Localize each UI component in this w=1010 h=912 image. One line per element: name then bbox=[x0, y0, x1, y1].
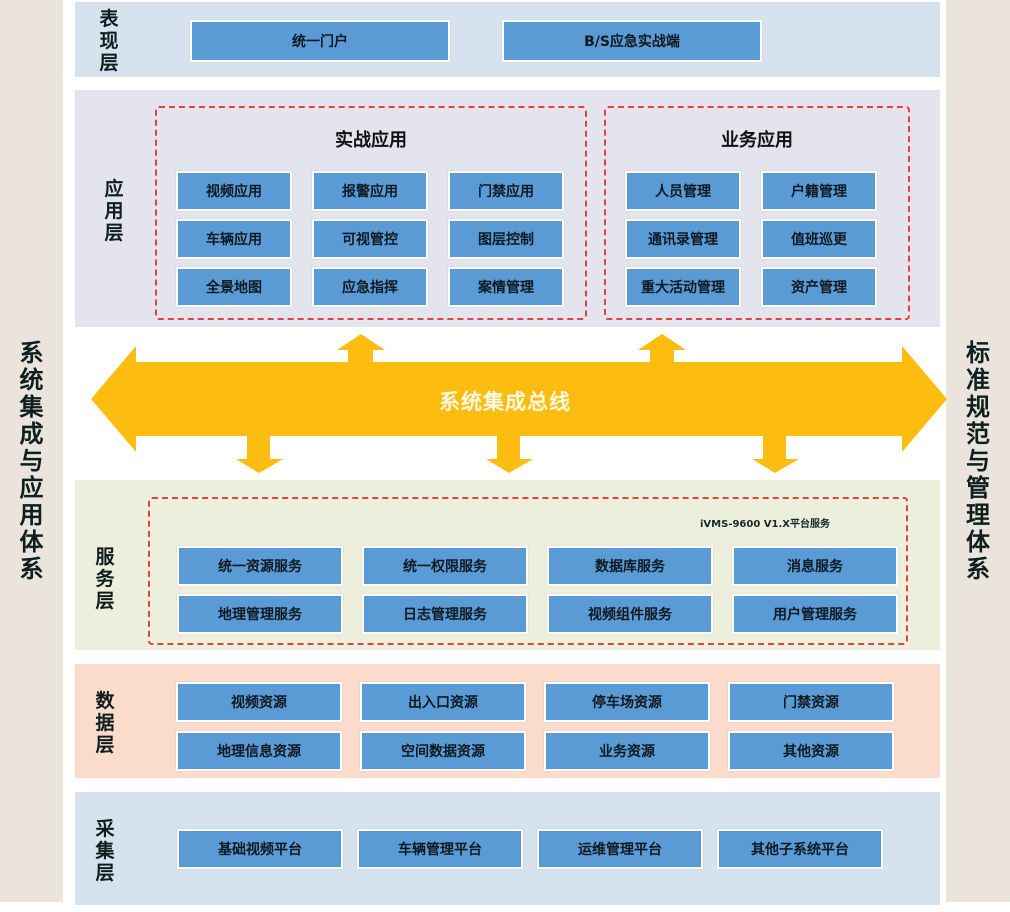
data-resource-box[interactable]: 出入口资源 bbox=[360, 682, 526, 722]
combat-app-box[interactable]: 全景地图 bbox=[176, 267, 292, 307]
business-app-box[interactable]: 资产管理 bbox=[761, 267, 877, 307]
data-resource-box[interactable]: 停车场资源 bbox=[544, 682, 710, 722]
combat-apps-title: 实战应用 bbox=[335, 130, 407, 151]
down-arrow-icon bbox=[752, 435, 799, 473]
service-box[interactable]: 消息服务 bbox=[732, 546, 898, 586]
collection-platform-box[interactable]: 车辆管理平台 bbox=[357, 829, 523, 869]
business-apps-title: 业务应用 bbox=[721, 130, 793, 151]
service-box[interactable]: 用户管理服务 bbox=[732, 594, 898, 634]
up-arrow-icon bbox=[337, 334, 385, 366]
collection-layer: 采集层 基础视频平台车辆管理平台运维管理平台其他子系统平台 bbox=[75, 792, 940, 905]
combat-app-box[interactable]: 门禁应用 bbox=[448, 171, 564, 211]
service-layer-title: 服务层 bbox=[95, 546, 115, 612]
data-resource-box[interactable]: 门禁资源 bbox=[728, 682, 894, 722]
data-layer: 数据层 视频资源出入口资源停车场资源门禁资源地理信息资源空间数据资源业务资源其他… bbox=[75, 664, 940, 778]
service-box[interactable]: 统一资源服务 bbox=[177, 546, 343, 586]
combat-app-box[interactable]: 视频应用 bbox=[176, 171, 292, 211]
down-arrow-icon bbox=[236, 435, 283, 473]
up-arrow-icon bbox=[638, 334, 686, 366]
data-resource-box[interactable]: 其他资源 bbox=[728, 731, 894, 771]
service-box[interactable]: 视频组件服务 bbox=[547, 594, 713, 634]
service-box[interactable]: 统一权限服务 bbox=[362, 546, 528, 586]
service-layer: 服务层 iVMS-9600 V1.X平台服务 统一资源服务统一权限服务数据库服务… bbox=[75, 480, 940, 650]
bs-emergency-client-box[interactable]: B/S应急实战端 bbox=[502, 20, 762, 62]
presentation-layer-title: 表现层 bbox=[99, 8, 119, 74]
collection-platform-box[interactable]: 其他子系统平台 bbox=[717, 829, 883, 869]
service-box[interactable]: 地理管理服务 bbox=[177, 594, 343, 634]
collection-platform-box[interactable]: 运维管理平台 bbox=[537, 829, 703, 869]
combat-app-box[interactable]: 可视管控 bbox=[312, 219, 428, 259]
application-layer: 应用层 实战应用 视频应用报警应用门禁应用车辆应用可视管控图层控制全景地图应急指… bbox=[75, 90, 940, 327]
system-integration-label: 系统集成与应用体系 bbox=[19, 339, 44, 583]
combat-apps-group bbox=[155, 106, 587, 320]
right-side-panel: 标准规范与管理体系 bbox=[946, 0, 1010, 902]
data-resource-box[interactable]: 视频资源 bbox=[176, 682, 342, 722]
data-resource-box[interactable]: 地理信息资源 bbox=[176, 731, 342, 771]
unified-portal-box[interactable]: 统一门户 bbox=[190, 20, 450, 62]
data-layer-title: 数据层 bbox=[95, 690, 115, 756]
data-resource-box[interactable]: 空间数据资源 bbox=[360, 731, 526, 771]
platform-services-note: iVMS-9600 V1.X平台服务 bbox=[700, 519, 830, 530]
combat-app-box[interactable]: 案情管理 bbox=[448, 267, 564, 307]
standards-management-label: 标准规范与管理体系 bbox=[966, 339, 990, 583]
collection-layer-title: 采集层 bbox=[95, 818, 115, 884]
data-resource-box[interactable]: 业务资源 bbox=[544, 731, 710, 771]
business-app-box[interactable]: 值班巡更 bbox=[761, 219, 877, 259]
business-app-box[interactable]: 户籍管理 bbox=[761, 171, 877, 211]
collection-platform-box[interactable]: 基础视频平台 bbox=[177, 829, 343, 869]
business-app-box[interactable]: 通讯录管理 bbox=[625, 219, 741, 259]
business-app-box[interactable]: 重大活动管理 bbox=[625, 267, 741, 307]
bus-label: 系统集成总线 bbox=[439, 390, 571, 414]
left-side-panel: 系统集成与应用体系 bbox=[0, 0, 63, 902]
application-layer-title: 应用层 bbox=[104, 178, 124, 244]
combat-app-box[interactable]: 报警应用 bbox=[312, 171, 428, 211]
combat-app-box[interactable]: 图层控制 bbox=[448, 219, 564, 259]
business-app-box[interactable]: 人员管理 bbox=[625, 171, 741, 211]
combat-app-box[interactable]: 应急指挥 bbox=[312, 267, 428, 307]
combat-app-box[interactable]: 车辆应用 bbox=[176, 219, 292, 259]
bus-double-arrow bbox=[91, 346, 947, 452]
service-box[interactable]: 数据库服务 bbox=[547, 546, 713, 586]
service-box[interactable]: 日志管理服务 bbox=[362, 594, 528, 634]
business-apps-group bbox=[604, 106, 910, 320]
down-arrow-icon bbox=[486, 435, 533, 473]
integration-bus bbox=[91, 334, 947, 473]
platform-services-group bbox=[148, 497, 908, 645]
presentation-layer: 表现层 统一门户 B/S应急实战端 bbox=[75, 2, 940, 77]
